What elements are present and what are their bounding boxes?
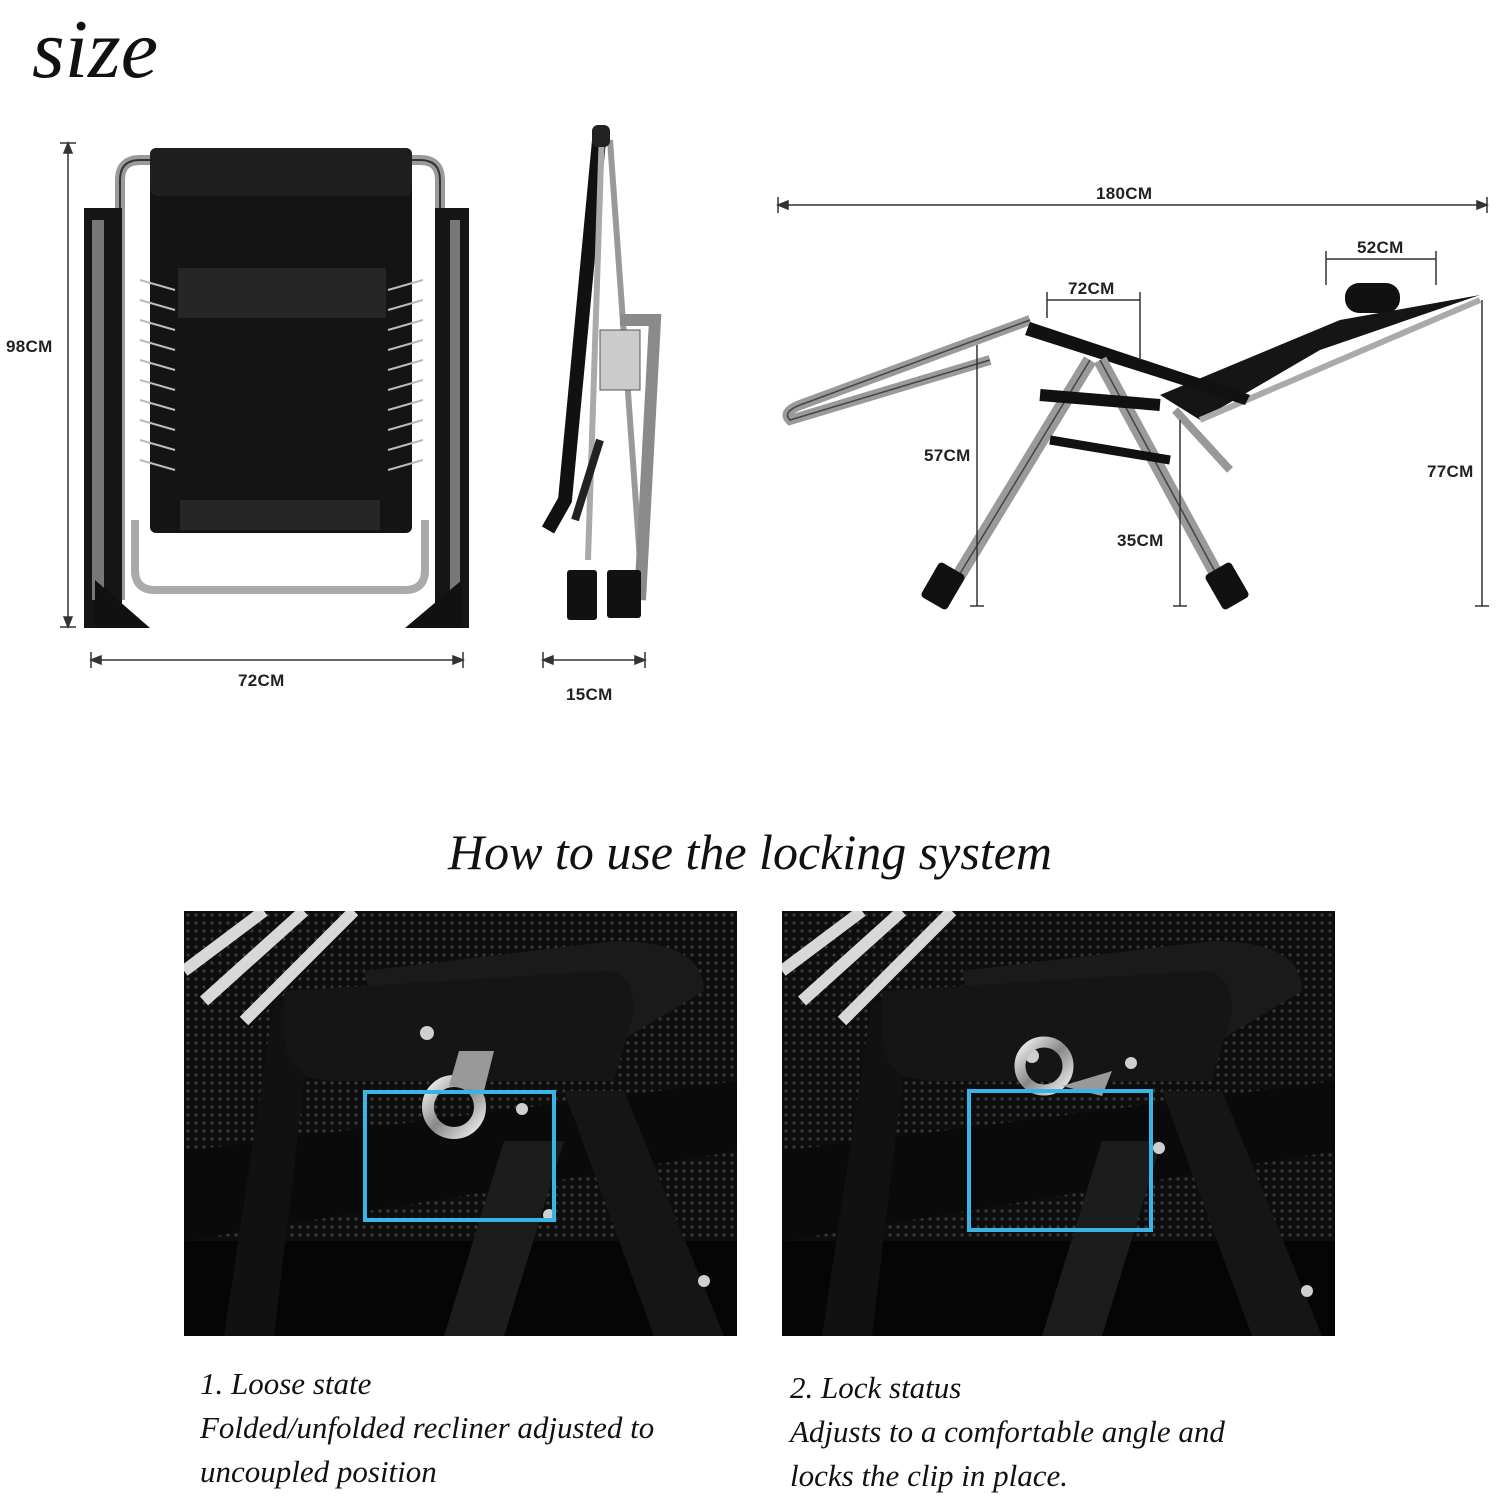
front-width-label: 72CM (238, 671, 285, 690)
lock-status-highlight-box (967, 1089, 1153, 1232)
loose-state-photo (184, 911, 737, 1336)
folded-depth-label: 15CM (566, 685, 613, 704)
lock-status-line2: locks the clip in place. (790, 1458, 1069, 1493)
chair-dimension-drawings (60, 125, 1490, 668)
front-height-label: 98CM (6, 337, 53, 356)
loose-state-caption: 1. Loose state Folded/unfolded recliner … (200, 1362, 800, 1494)
armrest-height-label: 57CM (924, 446, 971, 465)
loose-state-line1: Folded/unfolded recliner adjusted to (200, 1410, 655, 1445)
loose-state-highlight-box (363, 1090, 556, 1222)
front-view-chair (84, 148, 469, 628)
loose-state-title: 1. Loose state (200, 1366, 372, 1401)
reclined-dimension-lines (775, 197, 1490, 607)
front-width-dimension-line (88, 652, 466, 668)
total-height-label: 77CM (1427, 462, 1474, 481)
folded-depth-dimension-line (540, 652, 648, 668)
seat-height-label: 35CM (1117, 531, 1164, 550)
headrest-width-label: 52CM (1357, 238, 1404, 257)
lock-status-title: 2. Lock status (790, 1370, 962, 1405)
folded-view-chair (541, 125, 662, 620)
loose-state-line2: uncoupled position (200, 1454, 437, 1489)
size-heading: size (32, 3, 158, 96)
lock-status-caption: 2. Lock status Adjusts to a comfortable … (790, 1366, 1390, 1498)
locking-system-title: How to use the locking system (447, 824, 1053, 880)
lock-status-line1: Adjusts to a comfortable angle and (790, 1414, 1225, 1449)
front-height-dimension-line (60, 140, 76, 630)
lock-status-photo (782, 911, 1335, 1336)
open-length-label: 180CM (1096, 184, 1153, 203)
reclined-view-chair (782, 283, 1482, 610)
armrest-width-label: 72CM (1068, 279, 1115, 298)
